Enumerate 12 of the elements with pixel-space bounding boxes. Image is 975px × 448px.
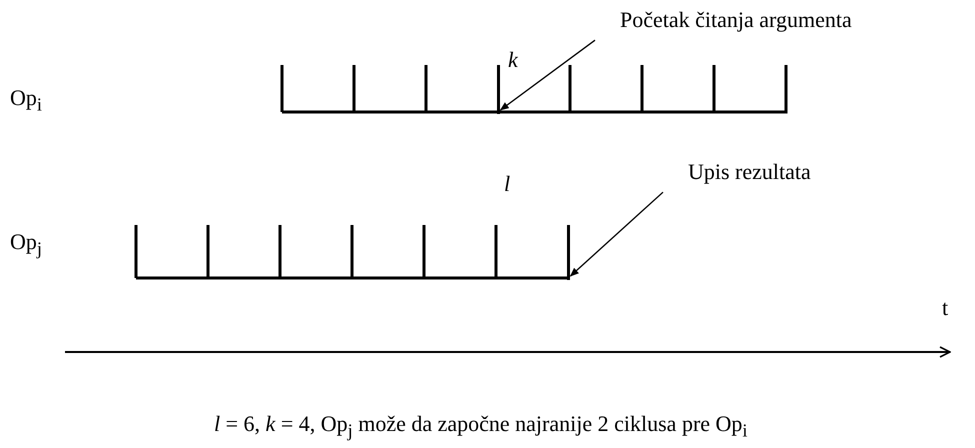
caption: l = 6, k = 4, Op$_{j}$ može da započne najranije 2 ciklusa pre Op$_{i}$ — [214, 412, 748, 441]
axis-label: t — [942, 296, 948, 320]
tick-mark — [496, 65, 500, 114]
variable-label: k — [508, 48, 518, 72]
variable-label: l — [504, 172, 510, 196]
annotation-text: Početak čitanja argumenta — [620, 8, 852, 32]
leader-arrow — [570, 192, 664, 277]
leader-arrow — [500, 40, 596, 111]
annotation-text: Upis rezultata — [688, 160, 811, 184]
row-label: Op$_{i}$ — [10, 86, 42, 115]
tick-mark — [566, 225, 570, 280]
row-label: Op$_{j}$ — [10, 230, 42, 259]
